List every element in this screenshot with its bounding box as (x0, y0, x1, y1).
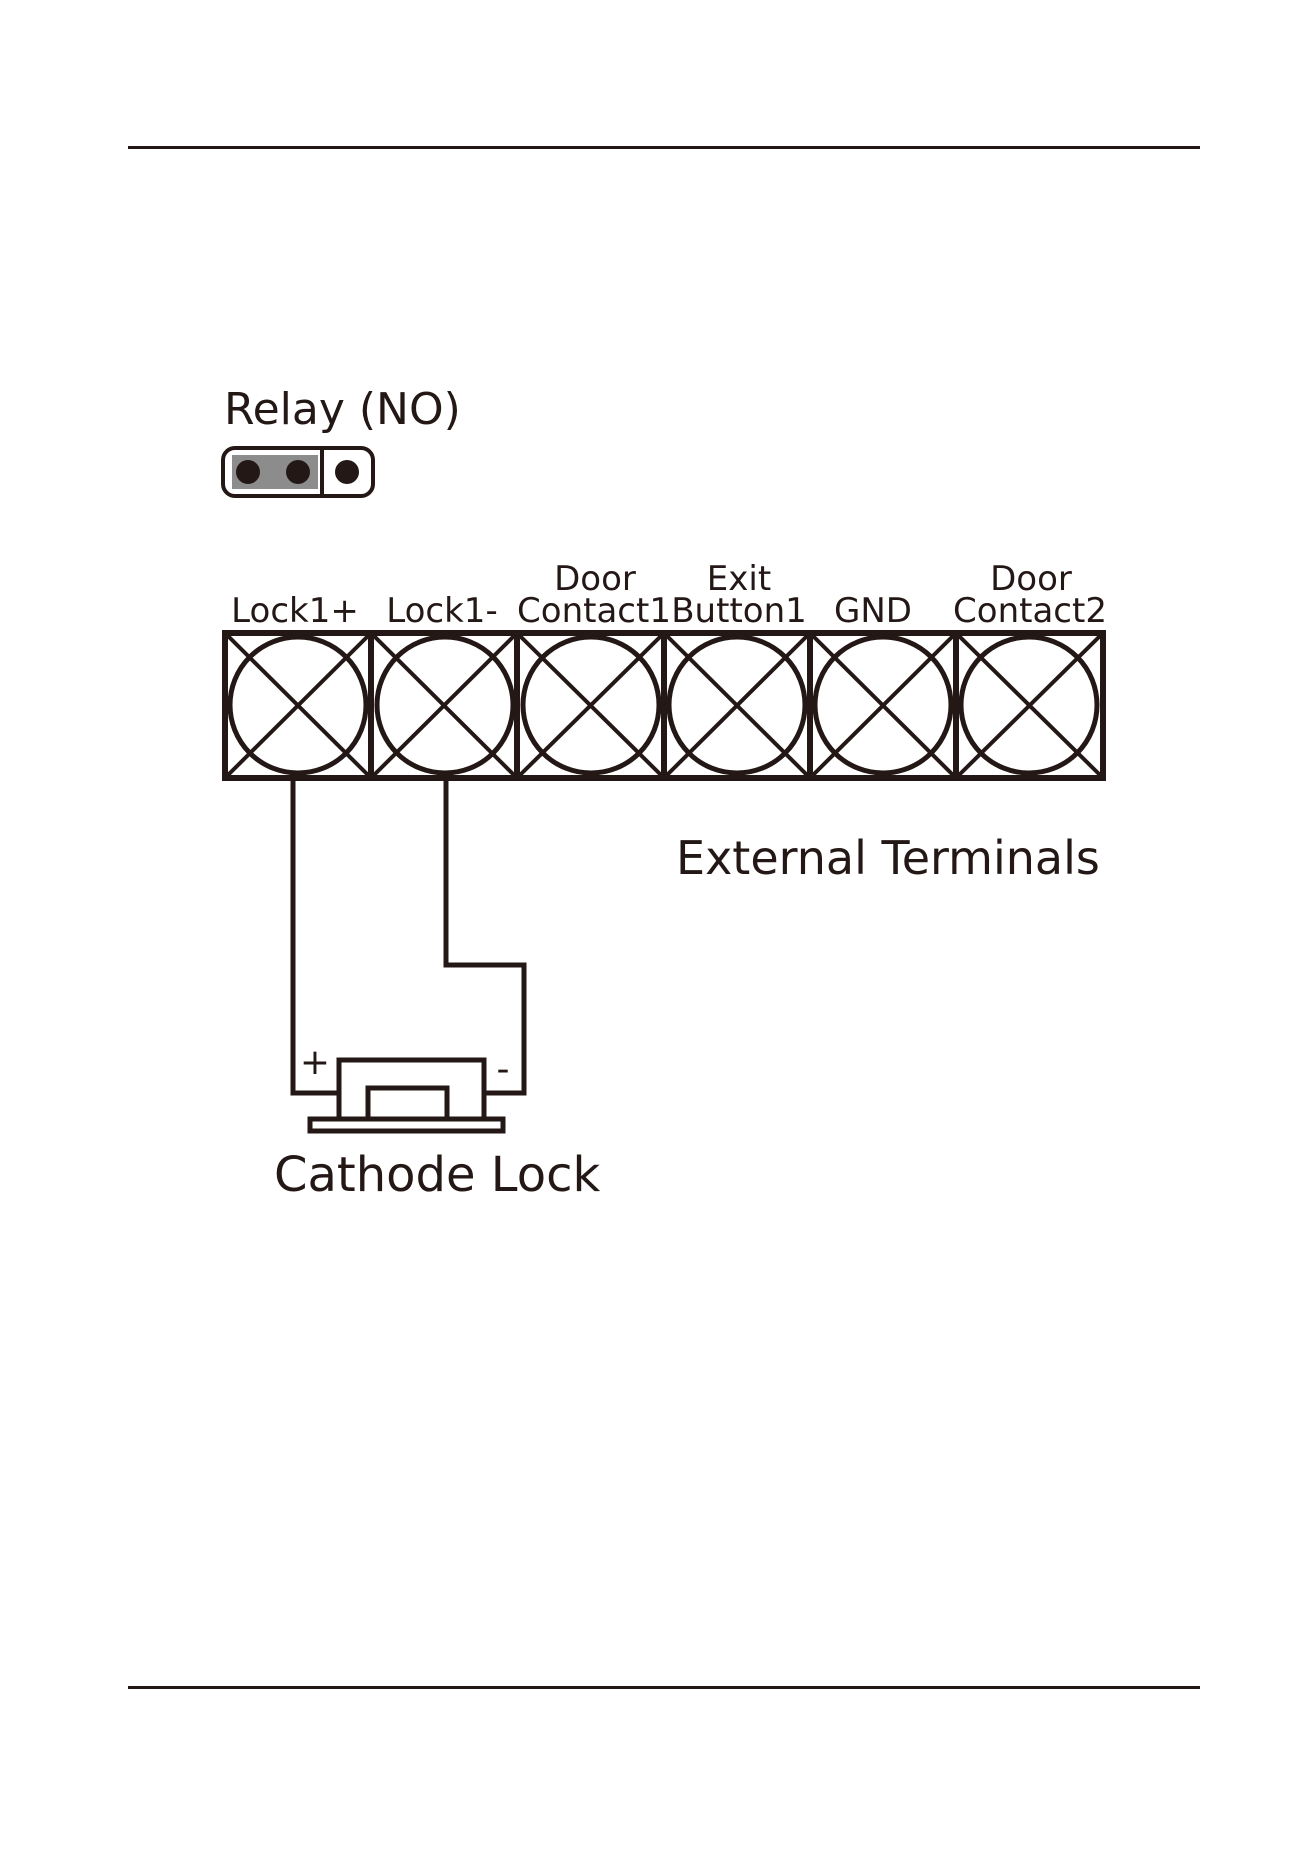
terminal-label-exit-button1: Button1 (671, 591, 807, 631)
terminal-gnd (813, 636, 953, 775)
lock-latch (368, 1088, 447, 1119)
terminal-block (225, 633, 1103, 778)
jumper-pin-1 (236, 460, 260, 484)
cathode-lock (310, 1060, 503, 1131)
cathode-lock-label: Cathode Lock (274, 1147, 600, 1203)
wire-negative (446, 778, 524, 1093)
relay-jumper (223, 448, 373, 496)
terminal-lock1-plus (228, 636, 368, 775)
jumper-pin-3 (335, 460, 359, 484)
terminal-label-gnd: GND (834, 591, 912, 631)
lock-minus-sign: - (497, 1049, 510, 1090)
lock-plus-sign: + (300, 1042, 330, 1083)
relay-label: Relay (NO) (224, 384, 461, 435)
terminal-labels: Lock1+ Lock1- Door Contact1 Exit Button1… (231, 559, 1107, 631)
terminal-door-contact2 (959, 636, 1100, 775)
terminal-lock1-minus (374, 636, 514, 775)
terminal-label-lock1-minus: Lock1- (386, 591, 497, 631)
external-terminals-label: External Terminals (676, 831, 1100, 885)
jumper-pin-2 (286, 460, 310, 484)
terminal-label-door-contact2: Contact2 (953, 591, 1107, 631)
terminal-door-contact1 (520, 636, 661, 775)
terminal-label-lock1-plus: Lock1+ (231, 591, 359, 631)
lock-plate (310, 1119, 503, 1131)
terminal-exit-button1 (667, 636, 807, 775)
terminal-label-door-contact1: Contact1 (517, 591, 671, 631)
